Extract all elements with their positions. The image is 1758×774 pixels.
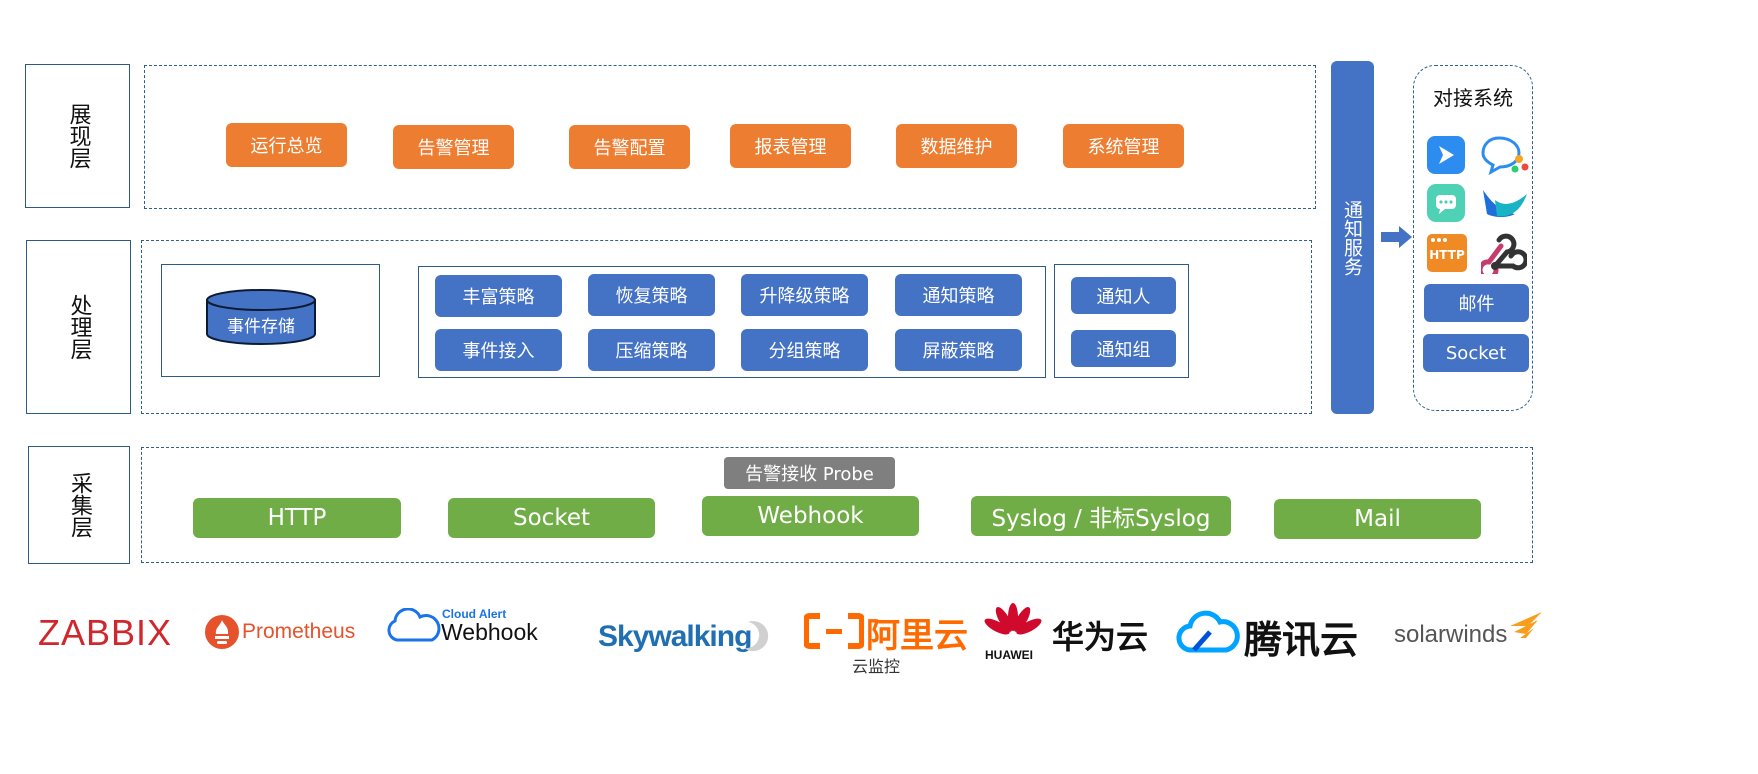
- presentation-layer-label-text: 展现层: [65, 103, 91, 169]
- tencent-cloud-text: 腾讯云: [1244, 618, 1359, 662]
- enrich-strategy-label: 丰富策略: [462, 287, 535, 308]
- alert-config-label: 告警配置: [593, 138, 666, 159]
- presentation-layer-area: [144, 65, 1316, 209]
- storage-box: [161, 264, 380, 377]
- solarwinds-flare-icon: [1510, 612, 1542, 638]
- zabbix-logo: ZABBIX: [38, 612, 173, 653]
- compress-strategy-button[interactable]: 压缩策略: [588, 329, 715, 371]
- mail-collector-button[interactable]: Mail: [1274, 499, 1481, 539]
- prometheus-flame-icon: [205, 615, 239, 649]
- http-collector-button[interactable]: HTTP: [193, 498, 401, 538]
- collection-layer-label-text: 采集层: [67, 472, 92, 538]
- tencent-cloud-icon: [1176, 610, 1240, 653]
- report-management-button[interactable]: 报表管理: [730, 124, 851, 168]
- alert-management-button[interactable]: 告警管理: [393, 125, 514, 169]
- alert-config-button[interactable]: 告警配置: [569, 125, 690, 169]
- notify-service-bar: 通知服务: [1331, 61, 1374, 414]
- event-access-label: 事件接入: [462, 341, 535, 362]
- skywalking-logo: Skywalking: [598, 620, 752, 653]
- data-maintenance-button[interactable]: 数据维护: [896, 124, 1017, 168]
- probe-label: 告警接收 Probe: [745, 464, 874, 485]
- notify-group-label: 通知组: [1096, 339, 1151, 361]
- system-management-label: 系统管理: [1087, 137, 1160, 158]
- socket-collector-button[interactable]: Socket: [448, 498, 655, 538]
- huawei-subtitle: HUAWEI: [985, 648, 1033, 662]
- recipient-box: [1054, 264, 1189, 378]
- feishu-icon[interactable]: [1427, 136, 1465, 174]
- mask-strategy-button[interactable]: 屏蔽策略: [895, 329, 1022, 371]
- processing-layer-label-text: 处理层: [66, 294, 92, 360]
- prometheus-logo-text: Prometheus: [242, 620, 356, 643]
- email-button[interactable]: 邮件: [1424, 284, 1529, 322]
- notify-strategy-label: 通知策略: [922, 286, 995, 307]
- cloud-icon: [387, 608, 441, 642]
- overview-button[interactable]: 运行总览: [226, 123, 347, 167]
- mail-collector-label: Mail: [1354, 506, 1401, 532]
- wing-icon[interactable]: [1481, 184, 1529, 222]
- webhook-collector-label: Webhook: [757, 503, 864, 529]
- mask-strategy-label: 屏蔽策略: [922, 341, 995, 362]
- socket-integration-button[interactable]: Socket: [1423, 334, 1529, 372]
- message-icon[interactable]: [1427, 184, 1465, 222]
- escalation-strategy-button[interactable]: 升降级策略: [741, 274, 868, 316]
- huawei-cloud-text: 华为云: [1052, 618, 1149, 656]
- cloud-alert-small-text: Cloud Alert: [442, 607, 507, 621]
- collection-layer-area: [141, 447, 1533, 563]
- overview-label: 运行总览: [250, 136, 323, 157]
- processing-layer-label: 处理层: [26, 240, 131, 414]
- socket-collector-label: Socket: [513, 505, 590, 531]
- escalation-strategy-label: 升降级策略: [759, 286, 850, 307]
- integration-title: 对接系统: [1433, 86, 1513, 110]
- right-arrow-icon: [1381, 226, 1412, 248]
- notify-person-button[interactable]: 通知人: [1071, 277, 1176, 314]
- aliyun-text: 阿里云: [866, 616, 968, 656]
- notify-strategy-button[interactable]: 通知策略: [895, 274, 1022, 316]
- email-button-label: 邮件: [1458, 294, 1495, 315]
- socket-integration-label: Socket: [1445, 342, 1507, 364]
- syslog-collector-button[interactable]: Syslog / 非标Syslog: [971, 496, 1231, 536]
- cloud-alert-webhook-text: Webhook: [441, 619, 538, 645]
- http-icon[interactable]: HTTP: [1427, 234, 1467, 272]
- compress-strategy-label: 压缩策略: [615, 341, 688, 362]
- recover-strategy-label: 恢复策略: [615, 286, 688, 307]
- chat-bubble-icon[interactable]: [1481, 134, 1529, 176]
- presentation-layer-label: 展现层: [25, 64, 130, 208]
- notify-group-button[interactable]: 通知组: [1071, 330, 1176, 367]
- collection-layer-label: 采集层: [28, 446, 130, 564]
- notify-service-label: 通知服务: [1341, 199, 1363, 276]
- huawei-petals-icon: [984, 603, 1042, 635]
- http-badge-text: HTTP: [1429, 248, 1465, 262]
- group-strategy-label: 分组策略: [768, 341, 841, 362]
- webhook-icon[interactable]: [1481, 232, 1527, 274]
- group-strategy-button[interactable]: 分组策略: [741, 329, 868, 371]
- strategy-box: [418, 266, 1046, 378]
- aliyun-subtitle: 云监控: [852, 657, 901, 676]
- aliyun-bracket-icon: [804, 613, 864, 649]
- webhook-collector-button[interactable]: Webhook: [702, 496, 919, 536]
- system-management-button[interactable]: 系统管理: [1063, 124, 1184, 168]
- probe-label-box: 告警接收 Probe: [724, 457, 895, 489]
- integration-panel: [1413, 65, 1533, 411]
- recover-strategy-button[interactable]: 恢复策略: [588, 274, 715, 316]
- notify-person-label: 通知人: [1096, 286, 1151, 308]
- report-management-label: 报表管理: [754, 137, 827, 158]
- database-cylinder-icon: [206, 289, 316, 345]
- enrich-strategy-button[interactable]: 丰富策略: [435, 275, 562, 317]
- event-storage-label: 事件存储: [227, 316, 295, 337]
- processing-layer-area: [141, 240, 1312, 414]
- data-maintenance-label: 数据维护: [920, 137, 993, 158]
- skywalking-moon-icon: [744, 621, 769, 652]
- alert-management-label: 告警管理: [417, 138, 490, 159]
- http-collector-label: HTTP: [267, 505, 327, 531]
- solarwinds-text: solarwinds: [1394, 621, 1508, 648]
- event-access-button[interactable]: 事件接入: [435, 329, 562, 371]
- syslog-collector-label: Syslog / 非标Syslog: [991, 506, 1211, 532]
